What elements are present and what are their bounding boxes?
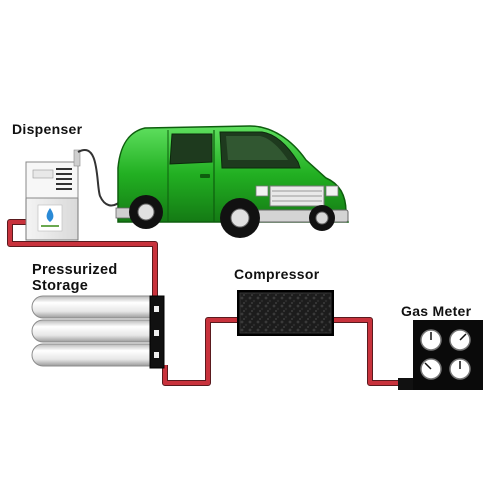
- pipe-dispenser-to-storage: [8, 220, 157, 300]
- van-rear-wheel: [129, 195, 163, 229]
- meter-dial: [449, 329, 471, 351]
- gas-tanks-icon: [31, 295, 165, 369]
- meter-dial: [449, 358, 471, 380]
- storage-label-line-1: Pressurized: [32, 262, 118, 278]
- compressor-label: Compressor: [234, 266, 320, 282]
- pipe-compressor-to-meter: [333, 318, 398, 385]
- pipe-network: [7, 219, 398, 386]
- fuel-dispenser-icon: [25, 149, 123, 241]
- pressurized-storage-label: Pressurized Storage: [32, 262, 118, 294]
- compressor-icon: [237, 290, 334, 336]
- green-van-icon: [115, 125, 349, 238]
- gas-meter-icon: [398, 320, 483, 390]
- storage-label-line-2: Storage: [32, 278, 89, 294]
- van-front-wheel-far: [309, 205, 335, 231]
- meter-dial: [420, 329, 442, 351]
- gas-meter-label: Gas Meter: [401, 303, 472, 319]
- meter-dial: [420, 358, 442, 380]
- dispenser-label: Dispenser: [12, 121, 83, 137]
- van-front-wheel: [220, 198, 260, 238]
- pipe-storage-to-compressor: [163, 318, 240, 385]
